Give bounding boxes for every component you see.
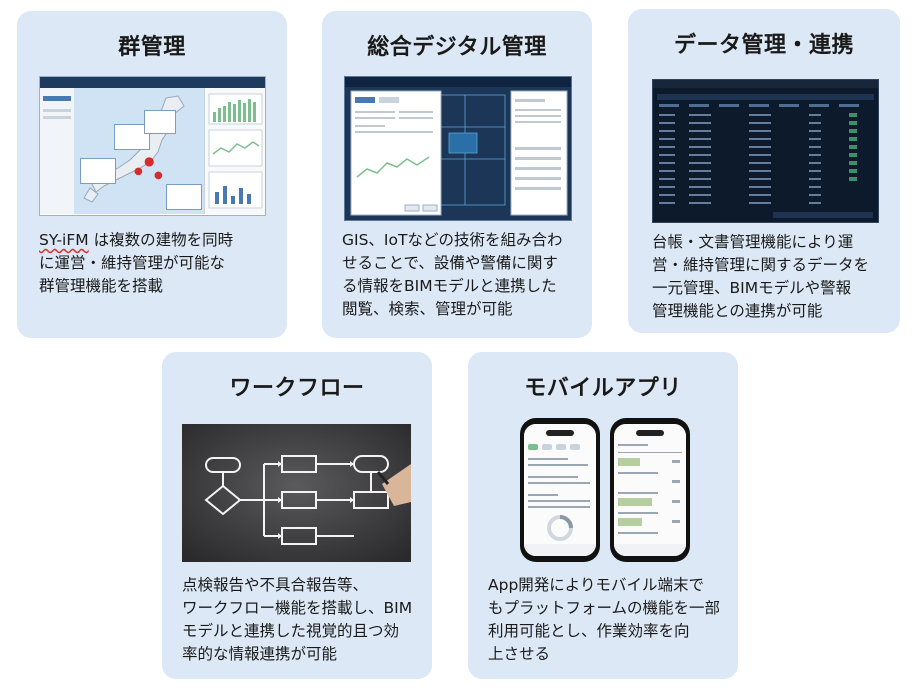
card-digital-management: 総合デジタル管理 [322,11,592,338]
card-title: ワークフロー [229,376,365,401]
stats-panel [204,88,265,214]
card-title: 総合デジタル管理 [367,35,547,60]
phone-screen [524,424,596,556]
digital-management-screenshot [344,76,572,221]
card-group-management: 群管理 ● ● ● [17,11,287,338]
card-workflow: ワークフロー [162,352,432,679]
phone-screen [614,424,686,556]
phone-left [520,418,600,562]
sidebar [40,88,75,214]
info-popup [80,158,116,184]
card-title: 群管理 [118,35,186,60]
product-name: SY-iFM [39,231,89,249]
workflow-photo [182,424,411,562]
card-description: GIS、IoTなどの技術を組み合わ せることで、設備や警備に関す る情報をBIM… [342,231,563,318]
hand-pen-icon [376,464,411,506]
card-title: データ管理・連携 [673,33,854,58]
map-pin-icon[interactable]: ● [154,170,163,181]
card-description: 台帳・文書管理機能により運 営・維持管理に関するデータを 一元管理、BIMモデル… [652,233,870,320]
phone-right [610,418,690,562]
japan-map: ● ● ● [74,88,204,214]
card-title: モバイルアプリ [524,376,682,401]
group-management-screenshot: ● ● ● [39,76,266,216]
map-pin-icon[interactable]: ● [134,166,143,177]
info-popup [166,184,202,210]
info-popup [144,110,176,134]
card-description: SY-iFM は複数の建物を同時 に運営・維持管理が可能な 群管理機能を搭載 [39,231,234,295]
map-pin-icon[interactable]: ● [144,154,155,168]
card-description: App開発によりモバイル端末で もプラットフォームの機能を一部 利用可能とし、作… [488,576,721,663]
card-mobile-app: モバイルアプリ [468,352,738,679]
data-management-screenshot [652,79,879,223]
app-header-bar [40,77,265,88]
card-description: 点検報告や不具合報告等、 ワークフロー機能を搭載し、BIM モデルと連携した視覚… [182,576,413,663]
card-data-management: データ管理・連携 [628,9,900,333]
